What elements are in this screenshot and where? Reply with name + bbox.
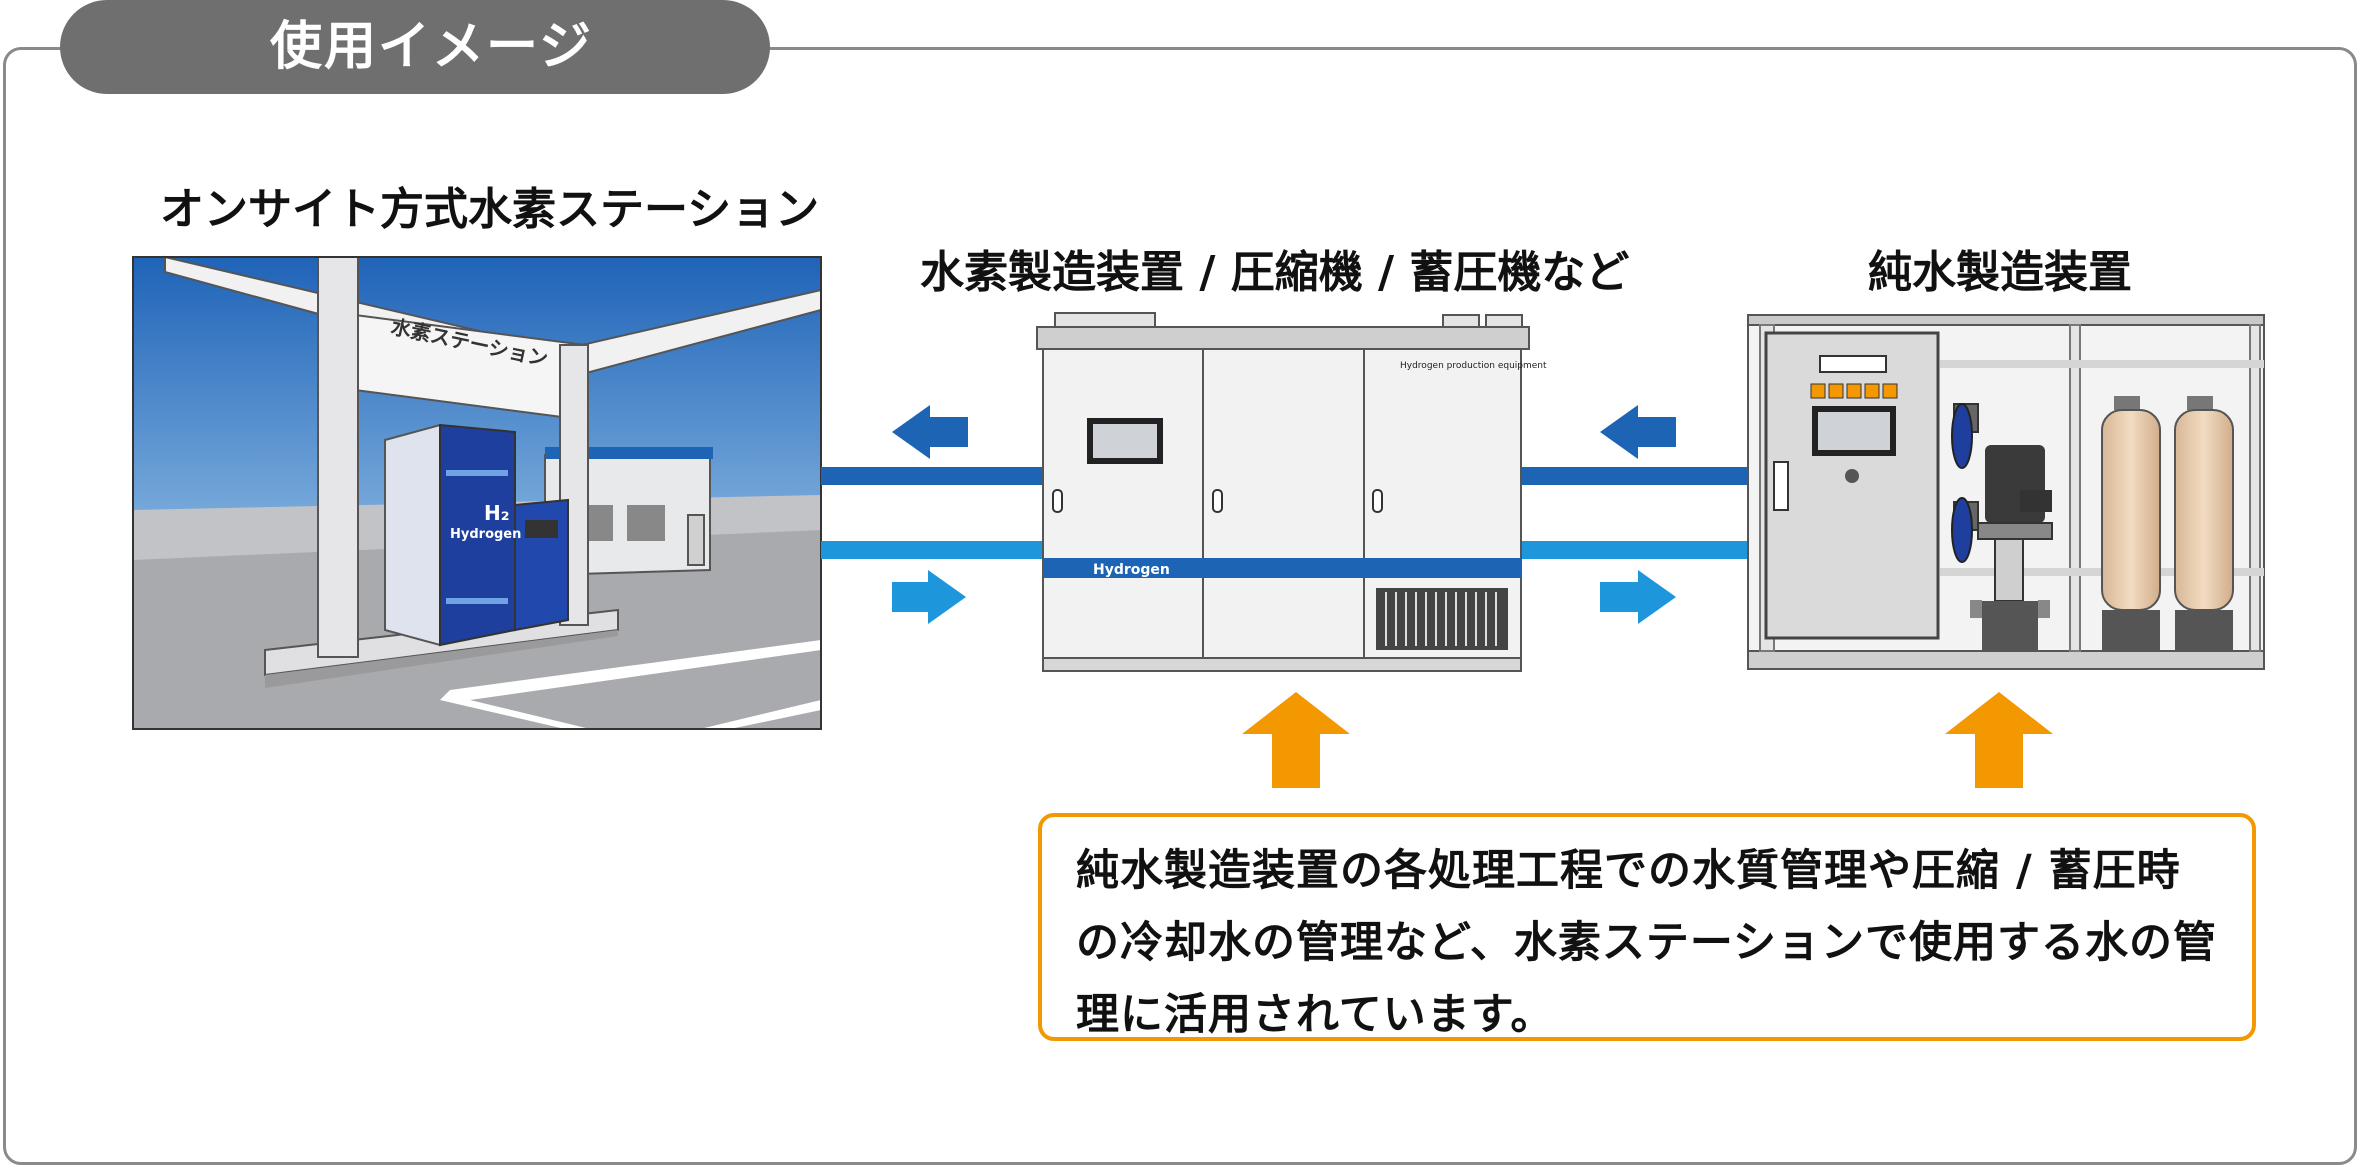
purewater-title: 純水製造装置 bbox=[1868, 247, 2132, 298]
callout-text: 純水製造装置の各処理工程での水質管理や圧縮 / 蓄圧時の冷却水の管理など、水素ス… bbox=[1076, 846, 2217, 1040]
content-frame bbox=[3, 47, 2357, 1165]
pipe-supply-right bbox=[1520, 541, 1755, 559]
pipe-return-left bbox=[821, 467, 1043, 485]
purewater-unit-illustration bbox=[1747, 314, 2265, 670]
callout-box: 純水製造装置の各処理工程での水質管理や圧縮 / 蓄圧時の冷却水の管理など、水素ス… bbox=[1038, 813, 2256, 1041]
header-tab bbox=[60, 0, 770, 94]
dispenser-h2-text: H₂ bbox=[484, 501, 510, 525]
header-title: 使用イメージ bbox=[270, 17, 593, 77]
dispenser-label-text: Hydrogen bbox=[450, 527, 521, 542]
orange-arrow-up-icon bbox=[1242, 692, 1350, 788]
pipe-supply-left bbox=[821, 541, 1043, 559]
station-title: オンサイト方式水素ステーション bbox=[160, 184, 820, 235]
arrow-right-bottom-icon-2 bbox=[1600, 570, 1676, 624]
arrow-right-bottom-icon bbox=[892, 570, 966, 624]
arrow-left-top-icon-2 bbox=[1600, 405, 1676, 459]
hydrogen-station-illustration bbox=[133, 255, 822, 729]
production-title: 水素製造装置 / 圧縮機 / 蓄圧機など bbox=[920, 247, 1630, 298]
orange-arrow-up-icon-2 bbox=[1945, 692, 2053, 788]
pipe-return-right bbox=[1520, 467, 1755, 485]
production-unit-illustration bbox=[1036, 312, 1530, 672]
station-picture-border bbox=[132, 256, 822, 730]
arrow-left-top-icon bbox=[892, 405, 968, 459]
production-band-label: Hydrogen bbox=[1093, 562, 1170, 578]
production-panel-caption: Hydrogen production equipment bbox=[1400, 361, 1547, 371]
